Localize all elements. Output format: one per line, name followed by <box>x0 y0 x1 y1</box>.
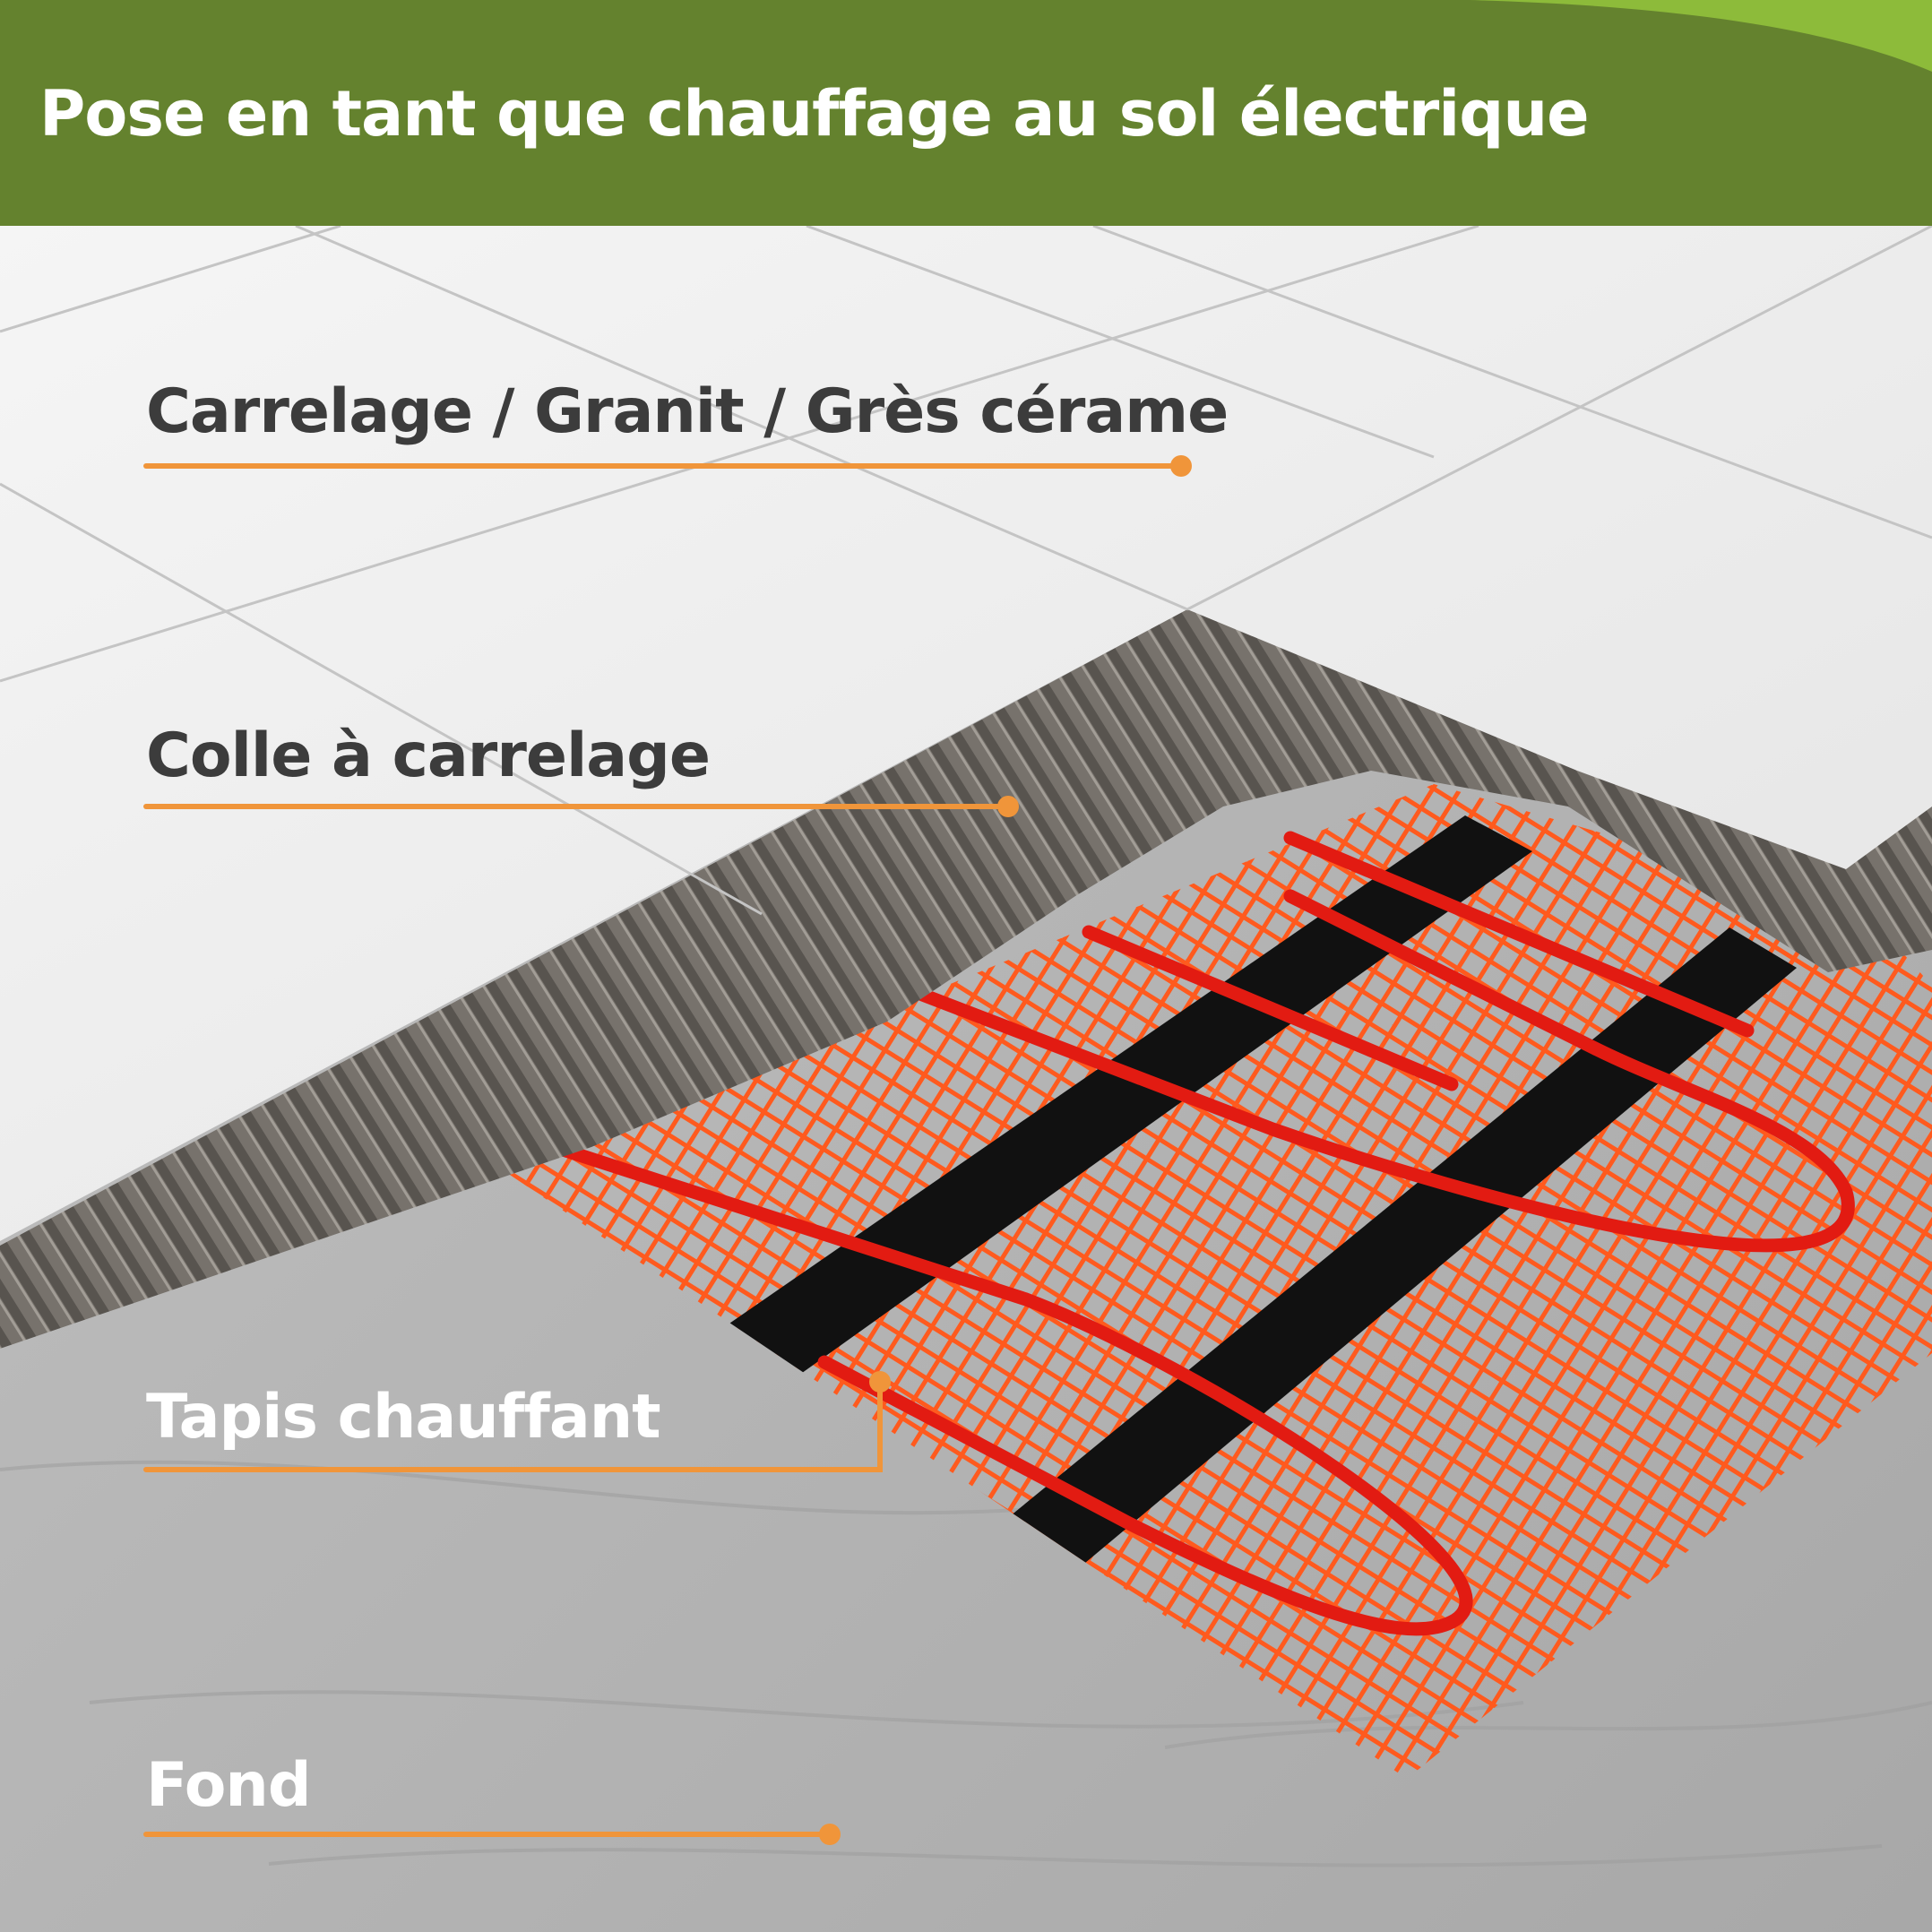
label-subfloor: Fond <box>146 1750 311 1821</box>
tile-adhesive <box>0 609 1932 1349</box>
leader-dot-mat <box>869 1371 891 1393</box>
leader-line-mat <box>143 1379 883 1472</box>
tape-right <box>990 927 1797 1586</box>
label-heating-mat: Tapis chauffant <box>146 1382 661 1453</box>
header-band <box>0 0 1932 226</box>
leader-dot-subfloor <box>819 1824 841 1845</box>
tape-left <box>712 815 1532 1389</box>
subfloor-texture <box>0 1460 1932 1867</box>
label-tile-adhesive: Colle à carrelage <box>146 720 711 791</box>
heating-cable <box>553 889 1855 1636</box>
header-swoosh <box>1470 0 1932 72</box>
page-title: Pose en tant que chauffage au sol électr… <box>39 77 1590 151</box>
tile-grout-lines <box>0 224 1932 916</box>
tile-surface <box>0 226 1932 1241</box>
label-tiles: Carrelage / Granit / Grès cérame <box>146 376 1229 447</box>
leader-dots <box>819 455 1192 1845</box>
mesh-tapes <box>712 815 1797 1586</box>
leader-dot-adhesive <box>997 796 1019 817</box>
leader-lines <box>143 463 1184 1837</box>
leader-dot-tiles <box>1170 455 1192 477</box>
